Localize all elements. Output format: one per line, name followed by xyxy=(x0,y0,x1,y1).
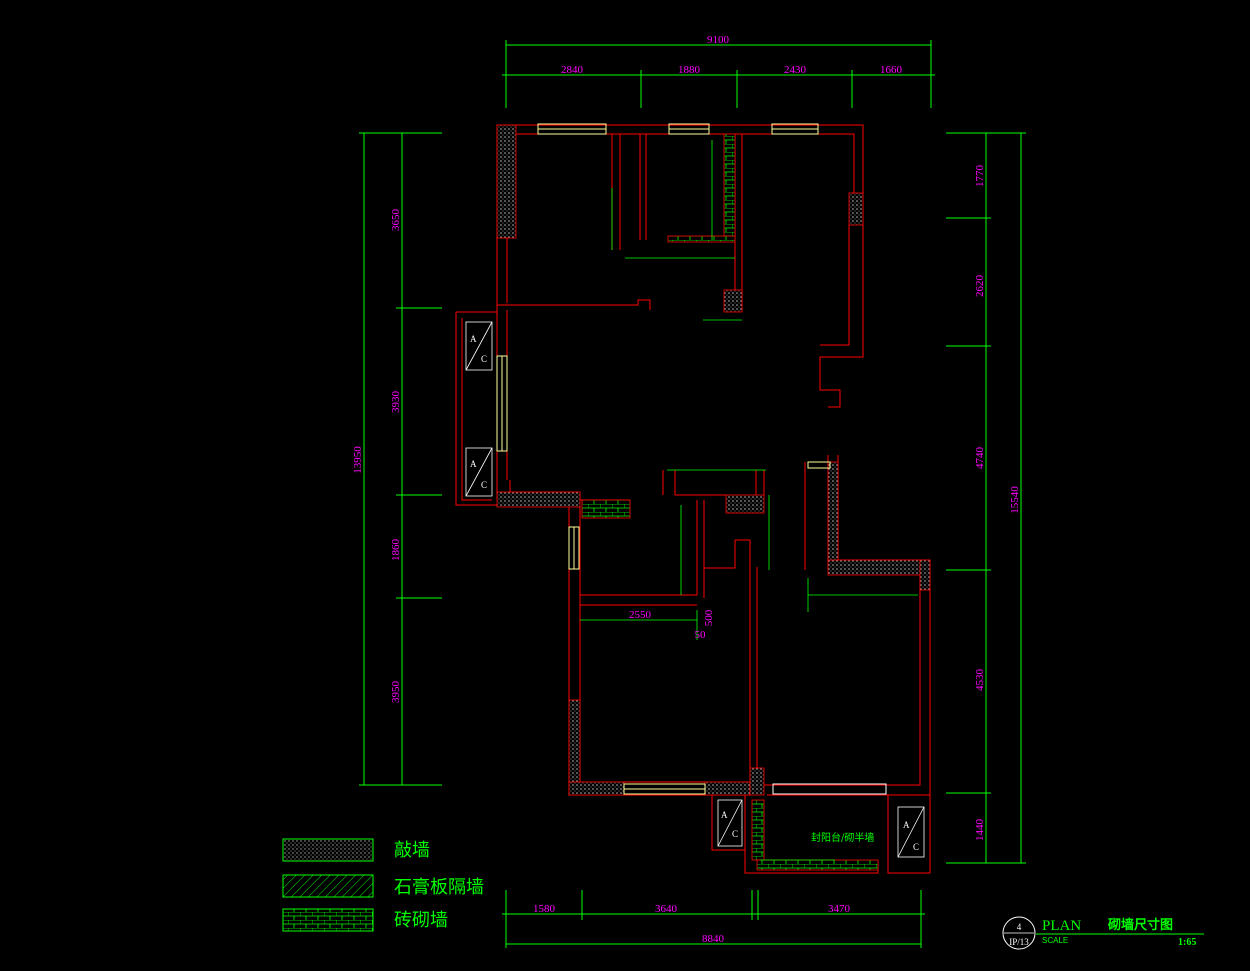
ac-label-a-1: A xyxy=(470,334,477,344)
left-dimension-3: 1860 xyxy=(390,539,402,562)
bottom-dimensions xyxy=(502,890,925,948)
ac-units xyxy=(465,321,925,858)
left-dimension-1: 3650 xyxy=(390,209,402,232)
demolished-walls xyxy=(496,124,931,796)
top-dimension-2: 1880 xyxy=(678,64,701,76)
title-plan-label: PLAN xyxy=(1042,918,1081,934)
legend-label-gypsum: 石膏板隔墙 xyxy=(394,876,484,898)
legend-swatch-gypsum xyxy=(282,874,374,898)
ac-label-a-3: A xyxy=(721,810,728,820)
legend-label-brick: 砖砌墙 xyxy=(394,910,448,931)
title-circle xyxy=(1002,916,1036,950)
legend-swatch-brick xyxy=(282,908,374,932)
right-dimension-4: 4530 xyxy=(974,669,986,692)
bottom-dimension-3: 3470 xyxy=(828,903,851,915)
ac-label-c-1: C xyxy=(481,354,487,364)
top-dimension-3: 2430 xyxy=(784,64,807,76)
title-scale-label: SCALE xyxy=(1042,936,1068,945)
top-total-dimension: 9100 xyxy=(707,34,730,46)
right-total-dimension: 15540 xyxy=(1009,486,1021,514)
ac-label-a-2: A xyxy=(470,459,477,469)
top-dimension-4: 1660 xyxy=(880,64,903,76)
left-dimension-4: 3950 xyxy=(390,681,402,704)
drawing-title: 砌墙尺寸图 xyxy=(1107,917,1173,933)
title-sheet: IP/13 xyxy=(1009,937,1029,947)
brick-walls xyxy=(581,133,879,871)
top-dimensions xyxy=(502,40,935,108)
top-dimension-1: 2840 xyxy=(561,64,584,76)
interior-dimension-500: 500 xyxy=(703,609,715,626)
left-total-dimension: 13950 xyxy=(352,446,364,474)
left-dimension-2: 3930 xyxy=(390,391,402,414)
interior-dimension-50: 50 xyxy=(695,629,707,641)
right-dimensions xyxy=(946,132,1026,864)
ac-label-c-4: C xyxy=(913,842,919,852)
left-dimensions xyxy=(359,132,442,786)
right-dimension-2: 2620 xyxy=(974,275,986,298)
interior-dimension-2550: 2550 xyxy=(629,609,652,621)
ac-label-c-3: C xyxy=(732,829,738,839)
right-dimension-5: 1440 xyxy=(974,819,986,842)
bottom-total-dimension: 8840 xyxy=(702,933,725,945)
bottom-dimension-1: 1580 xyxy=(533,903,556,915)
right-dimension-3: 4740 xyxy=(974,447,986,470)
right-dimension-1: 1770 xyxy=(974,165,986,188)
legend: 敲墙 石膏板隔墙 砖砌墙 xyxy=(282,838,484,932)
balcony-note: 封阳台/砌半墙 xyxy=(811,831,874,844)
legend-swatch-demolish xyxy=(282,838,374,862)
bottom-dimension-2: 3640 xyxy=(655,903,678,915)
title-ratio: 1:65 xyxy=(1178,937,1196,948)
title-number: 4 xyxy=(1017,922,1022,932)
ac-label-a-4: A xyxy=(903,820,910,830)
ac-label-c-2: C xyxy=(481,480,487,490)
ac-labels: A C A C A C A C xyxy=(470,334,919,852)
title-block: 4 IP/13 PLAN SCALE 砌墙尺寸图 1:65 xyxy=(1002,916,1204,950)
interior-dimension-lines xyxy=(580,140,918,861)
windows xyxy=(496,123,887,795)
legend-label-demolish: 敲墙 xyxy=(394,840,430,861)
